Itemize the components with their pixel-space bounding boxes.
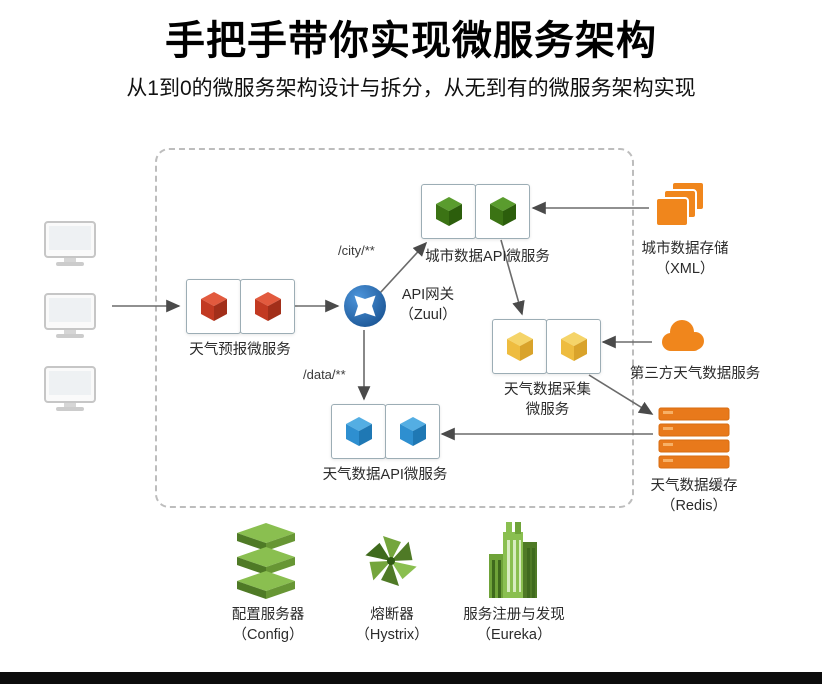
service-box xyxy=(546,319,601,374)
weather-forecast-service-node xyxy=(186,279,295,334)
weather-data-api-service-node xyxy=(331,404,440,459)
hystrix-label: 熔断器 （Hystrix） xyxy=(355,607,429,643)
eureka-icon xyxy=(483,520,545,605)
config-server-icon xyxy=(237,523,297,606)
client-computer-icon xyxy=(44,221,98,274)
route-data-label: /data/** xyxy=(303,367,346,382)
system-boundary-frame xyxy=(155,148,634,508)
weather-collect-service-label: 天气数据采集 微服务 xyxy=(504,382,591,418)
service-box xyxy=(331,404,386,459)
green-cube-icon xyxy=(483,192,523,232)
service-box xyxy=(475,184,530,239)
service-box xyxy=(421,184,476,239)
client-computer-icon xyxy=(44,366,98,419)
red-cube-icon xyxy=(248,287,288,327)
third-party-cloud-icon xyxy=(657,317,707,360)
page-title: 手把手带你实现微服务架构 xyxy=(165,19,657,63)
route-city-label: /city/** xyxy=(338,243,375,258)
hystrix-icon xyxy=(362,530,420,597)
weather-forecast-service-label: 天气预报微服务 xyxy=(189,342,291,358)
service-box xyxy=(385,404,440,459)
third-party-label: 第三方天气数据服务 xyxy=(629,366,761,382)
bottom-bar xyxy=(0,672,822,684)
weather-collect-service-node xyxy=(492,319,601,374)
city-storage-label: 城市数据存储 （XML） xyxy=(641,241,729,277)
blue-cube-icon xyxy=(339,412,379,452)
api-gateway-label: API网关 （Zuul） xyxy=(399,287,457,323)
city-data-api-service-label: 城市数据API微服务 xyxy=(425,249,550,265)
config-server-label: 配置服务器 （Config） xyxy=(231,607,305,643)
eureka-label: 服务注册与发现 （Eureka） xyxy=(463,607,565,643)
service-box xyxy=(492,319,547,374)
yellow-cube-icon xyxy=(554,327,594,367)
weather-data-api-service-label: 天气数据API微服务 xyxy=(322,467,448,483)
red-cube-icon xyxy=(194,287,234,327)
client-computer-icon xyxy=(44,293,98,346)
service-box xyxy=(186,279,241,334)
city-data-api-service-node xyxy=(421,184,530,239)
green-cube-icon xyxy=(429,192,469,232)
api-gateway-icon xyxy=(343,284,387,333)
redis-cache-icon xyxy=(658,407,730,474)
blue-cube-icon xyxy=(393,412,433,452)
redis-cache-label: 天气数据缓存 （Redis） xyxy=(650,478,738,514)
city-storage-icon xyxy=(654,181,706,236)
yellow-cube-icon xyxy=(500,327,540,367)
service-box xyxy=(240,279,295,334)
page-subtitle: 从1到0的微服务架构设计与拆分，从无到有的微服务架构实现 xyxy=(126,77,696,100)
